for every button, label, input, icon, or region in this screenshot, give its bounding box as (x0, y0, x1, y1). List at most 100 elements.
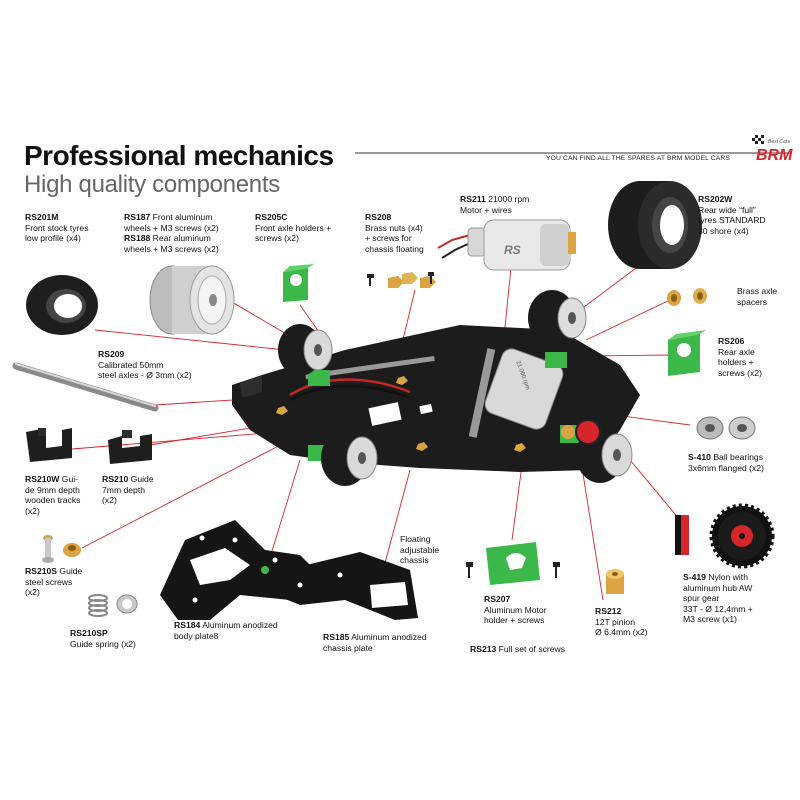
code-rs202w: RS202W (698, 194, 733, 204)
rs202w-line-2: tyres STANDARD (698, 215, 766, 225)
brm-logo: Best Cars BRM (752, 135, 798, 170)
rs187-line-2: wheels + M3 screws (x2) (124, 222, 219, 233)
rs213-first: Full set of screws (498, 644, 566, 654)
rs212-line-2: Ø 6.4mm (x2) (595, 627, 648, 637)
brm-logo-small: Best Cars (768, 139, 790, 145)
guide-rs210w (26, 428, 72, 462)
label-rs205c: RS205C Front axle holders + screws (x2) (255, 212, 331, 244)
rs185-first: Aluminum anodized (351, 632, 427, 642)
label-s419: S-419 Nylon with aluminum hub AW spur ge… (683, 572, 753, 625)
rs210-first: Guide (130, 474, 154, 484)
brm-logo-graphic: Best Cars BRM (752, 135, 793, 164)
floating-line-3: chassis (400, 555, 429, 565)
motor-holder-rs207 (466, 542, 560, 585)
rs206-line-3: screws (x2) (718, 367, 762, 378)
rs209-line-2: steel axles - Ø 3mm (x2) (98, 370, 192, 380)
page-title: Professional mechanics (24, 140, 334, 171)
s410-first: Ball bearings (713, 452, 764, 462)
label-rs212: RS212 12T pinion Ø 6.4mm (x2) (595, 606, 648, 638)
rs210w-first: Gui- (61, 474, 79, 484)
motor-rs211: RS (437, 219, 576, 271)
rs188-line-1: Rear aluminum (152, 233, 211, 243)
rs185-line-1: chassis plate (323, 642, 373, 653)
code-s419: S-419 (683, 572, 706, 582)
rs184-first: Aluminum anodized (202, 620, 278, 630)
rs202w-line-1: Rear wide “full” (698, 204, 756, 215)
label-rs187-rs188: RS187 Front aluminum wheels + M3 screws … (124, 212, 219, 254)
code-rs184: RS184 (174, 620, 201, 630)
label-rs184: RS184 Aluminum anodized body plate8 (174, 620, 278, 641)
s419-line-4: M3 screw (x1) (683, 614, 737, 624)
front-axle-holder-rs205c (283, 264, 314, 302)
rs188-line-2: wheels + M3 screws (x2) (124, 243, 219, 254)
s419-line-2: spur gear (683, 593, 720, 603)
rs210w-line-1: de 9mm depth (25, 484, 80, 495)
leader-rs201m (94, 329, 287, 351)
floating-line-2: adjustable (400, 544, 440, 555)
label-rs210s: RS210S Guide steel screws (x2) (25, 566, 82, 598)
tagline: YOU CAN FIND ALL THE SPARES AT BRM MODEL… (546, 155, 731, 162)
code-rs210w: RS210W (25, 474, 60, 484)
rs210w-line-3: (x2) (25, 505, 40, 516)
guide-rs210 (108, 430, 152, 464)
code-rs201m: RS201M (25, 212, 59, 222)
code-rs212: RS212 (595, 606, 622, 616)
rs210s-line-1: steel screws (25, 576, 73, 587)
code-rs208: RS208 (365, 212, 392, 222)
rs201m-line-2: low profile (x4) (25, 233, 81, 243)
rs210-line-1: 7mm depth (102, 484, 145, 495)
leader-rs212 (579, 454, 604, 601)
s419-line-1: aluminum hub AW (683, 582, 753, 593)
guide-screws-rs210s (42, 535, 81, 563)
label-rs201m: RS201M Front stock tyres low profile (x4… (25, 212, 89, 244)
guide-spring-rs210sp (88, 594, 138, 617)
spacers-line-1: Brass axle (737, 286, 778, 296)
s410-line-1: 3x6mm flanged (x2) (688, 462, 764, 473)
s419-line-3: 33T - Ø 12,4mm + (683, 603, 753, 614)
rs201m-line-1: Front stock tyres (25, 222, 89, 233)
rs205c-line-1: Front axle holders + (255, 222, 332, 233)
code-rs210s: RS210S (25, 566, 58, 576)
label-s410: S-410 Ball bearings 3x6mm flanged (x2) (688, 452, 764, 473)
leader-rs210w (59, 431, 279, 451)
label-rs209: RS209 Calibrated 50mm steel axles - Ø 3m… (98, 349, 192, 381)
brass-nuts-rs208 (367, 272, 436, 288)
header-rule (355, 152, 790, 154)
label-rs208: RS208 Brass nuts (x4) + screws for chass… (365, 212, 424, 254)
floating-line-1: Floating (400, 534, 431, 544)
rs187-line-1: Front aluminum (152, 212, 213, 222)
code-rs187: RS187 (124, 212, 151, 222)
rs202w-line-3: 30 shore (x4) (698, 225, 749, 236)
label-rs210w: RS210W Gui- de 9mm depth wooden tracks (… (25, 474, 80, 516)
code-rs209: RS209 (98, 349, 125, 359)
rs208-line-2: + screws for (365, 233, 412, 243)
rs210w-line-2: wooden tracks (25, 495, 81, 505)
label-rs202w: RS202W Rear wide “full” tyres STANDARD 3… (698, 194, 766, 236)
rs210sp-line-1: Guide spring (x2) (70, 638, 136, 649)
leader-s419 (629, 459, 681, 521)
label-rs210: RS210 Guide 7mm depth (x2) (102, 474, 154, 506)
rs205c-line-2: screws (x2) (255, 233, 299, 243)
pinion-rs212 (606, 569, 624, 594)
spacers-line-2: spacers (737, 296, 768, 307)
rear-tyre-rs202w (608, 181, 702, 269)
code-rs213: RS213 (470, 644, 497, 654)
rs207-line-2: holder + screws (484, 615, 545, 625)
label-rs207: RS207 Aluminum Motor holder + screws (484, 594, 547, 626)
code-rs205c: RS205C (255, 212, 288, 222)
rs206-line-2: holders + (718, 357, 754, 367)
leader-spacers (585, 299, 671, 341)
label-rs211: RS211 21000 rpm Motor + wires (460, 194, 529, 215)
rs207-line-1: Aluminum Motor (484, 604, 547, 615)
label-rs210sp: RS210SP Guide spring (x2) (70, 628, 136, 649)
code-s410: S-410 (688, 452, 711, 462)
code-rs206: RS206 (718, 336, 745, 346)
rs210-line-2: (x2) (102, 495, 117, 505)
code-rs207: RS207 (484, 594, 511, 604)
code-rs211: RS211 (460, 194, 486, 204)
page-subtitle: High quality components (24, 171, 280, 198)
brass-spacers (667, 288, 707, 306)
rs212-line-1: 12T pinion (595, 616, 635, 627)
rs209-line-1: Calibrated 50mm (98, 359, 164, 370)
